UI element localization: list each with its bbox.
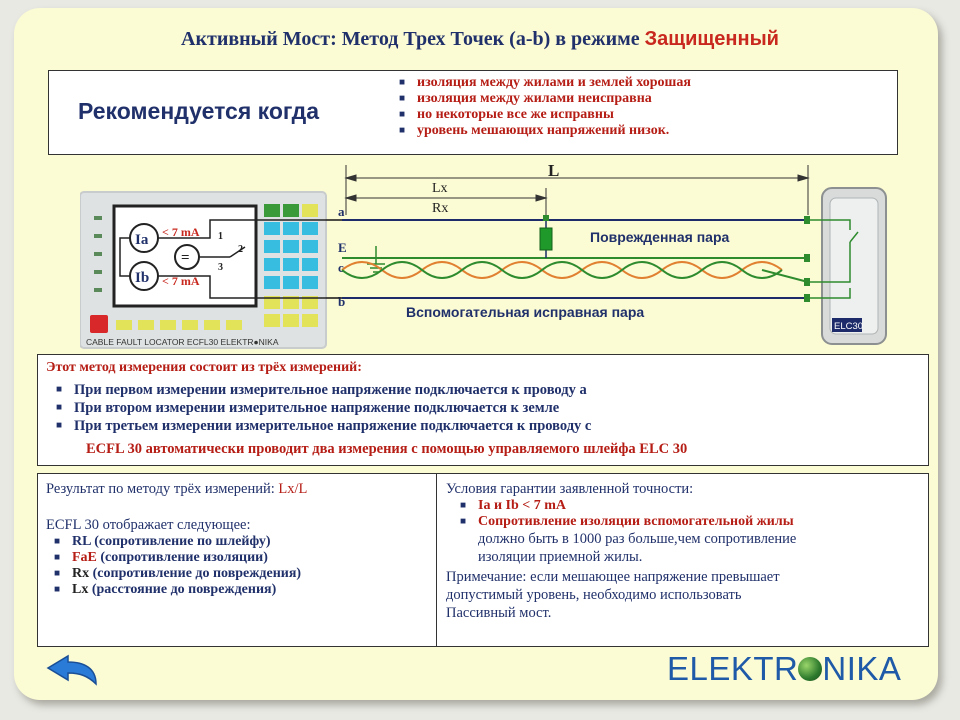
accuracy-condition-2-cont: изоляции приемной жилы. bbox=[478, 549, 643, 565]
label-L: L bbox=[548, 161, 559, 180]
switch-pos-2: 2 bbox=[238, 244, 243, 255]
accuracy-condition-2-cont: должно быть в 1000 раз больше,чем сопрот… bbox=[478, 531, 797, 547]
elektronika-logo: ELEKTR NIKA bbox=[667, 650, 901, 688]
method-list: При первом измерении измерительное напря… bbox=[52, 381, 591, 435]
accuracy-heading: Условия гарантии заявленной точности: bbox=[446, 481, 694, 497]
cable-fault-locator-device: CABLE FAULT LOCATOR ECFL30 ELEKTR●NIKA I… bbox=[80, 191, 342, 349]
method-heading: Этот метод измерения состоит из трёх изм… bbox=[46, 360, 362, 375]
switch-pos-3: 3 bbox=[218, 262, 223, 273]
twisted-pair bbox=[341, 261, 783, 279]
recommend-item: уровень мешающих напряжений низок. bbox=[395, 123, 691, 139]
note-line: Примечание: если мешающее напряжение пре… bbox=[446, 569, 780, 585]
note-line: допустимый уровень, необходимо использов… bbox=[446, 587, 742, 603]
title-mode: Защищенный bbox=[644, 28, 779, 50]
recommend-item: но некоторые все же исправны bbox=[395, 107, 691, 123]
accuracy-condition-2: Сопротивление изоляции вспомогательной ж… bbox=[456, 514, 922, 530]
note-line: Пассивный мост. bbox=[446, 605, 552, 621]
limit-b: < 7 mA bbox=[162, 274, 200, 288]
terminal-E: E bbox=[338, 240, 347, 255]
svg-text:=: = bbox=[181, 250, 190, 266]
meter-ia-label: Ia bbox=[135, 232, 149, 248]
elc30-loop-device: ELC30 bbox=[804, 187, 887, 345]
terminal-c: c bbox=[338, 260, 344, 275]
result-formula: Lx/L bbox=[278, 481, 308, 497]
terminal-a: a bbox=[338, 204, 345, 219]
globe-icon bbox=[798, 657, 823, 681]
method-item: При третьем измерении измерительное напр… bbox=[52, 417, 591, 435]
damaged-pair-label: Поврежденная пара bbox=[590, 229, 730, 245]
results-panel: Результат по методу трёх измерений: Lx/L… bbox=[37, 473, 929, 647]
accuracy-condition-1: Ia и Ib < 7 mA bbox=[456, 498, 922, 514]
result-item: Lx (расстояние до повреждения) bbox=[50, 582, 432, 598]
device-leads bbox=[326, 219, 342, 299]
instrument-footer: CABLE FAULT LOCATOR ECFL30 ELEKTR●NIKA bbox=[86, 337, 279, 347]
fault-resistor-icon bbox=[539, 227, 553, 251]
wiring-diagram: CABLE FAULT LOCATOR ECFL30 ELEKTR●NIKA I… bbox=[80, 161, 887, 349]
aux-pair-label: Вспомогательная исправная пара bbox=[406, 304, 644, 320]
result-item: FaE (сопротивление изоляции) bbox=[50, 550, 432, 566]
switch-pos-1: 1 bbox=[218, 231, 223, 242]
method-item: При втором измерении измерительное напря… bbox=[52, 399, 591, 417]
method-panel: Этот метод измерения состоит из трёх изм… bbox=[37, 354, 929, 466]
recommend-item: изоляция между жилами и землей хорошая bbox=[395, 75, 691, 91]
terminal-b: b bbox=[338, 294, 345, 309]
keypad bbox=[116, 204, 318, 330]
results-divider bbox=[436, 474, 437, 646]
result-item: RL (сопротивление по шлейфу) bbox=[50, 534, 432, 550]
dimension-lines bbox=[344, 165, 810, 215]
recommend-list: изоляция между жилами и землей хорошая и… bbox=[395, 75, 691, 139]
result-item: Rx (сопротивление до повреждения) bbox=[50, 566, 432, 582]
label-Lx: Lx bbox=[432, 181, 448, 196]
limit-a: < 7 mA bbox=[162, 225, 200, 239]
logo-right: NIKA bbox=[822, 650, 902, 687]
meter-ib-label: Ib bbox=[135, 270, 149, 286]
results-right: Условия гарантии заявленной точности: Ia… bbox=[446, 480, 922, 622]
title-main: Активный Мост: Метод Трех Точек (a-b) в … bbox=[181, 28, 640, 50]
method-conclusion: ECFL 30 автоматически проводит два измер… bbox=[86, 441, 688, 457]
back-arrow-icon[interactable] bbox=[44, 654, 100, 692]
recommend-item: изоляция между жилами неисправна bbox=[395, 91, 691, 107]
display-intro: ECFL 30 отображает следующее: bbox=[46, 517, 251, 533]
logo-left: ELEKTR bbox=[667, 650, 799, 687]
results-left: Результат по методу трёх измерений: Lx/L… bbox=[46, 480, 432, 598]
method-item: При первом измерении измерительное напря… bbox=[52, 381, 591, 399]
label-Rx: Rx bbox=[432, 201, 448, 216]
page-title: Активный Мост: Метод Трех Точек (a-b) в … bbox=[0, 28, 960, 51]
recommend-heading: Рекомендуется когда bbox=[78, 98, 319, 124]
power-button[interactable] bbox=[90, 315, 108, 333]
elc30-label: ELC30 bbox=[834, 321, 863, 332]
result-line: Результат по методу трёх измерений: bbox=[46, 481, 279, 497]
